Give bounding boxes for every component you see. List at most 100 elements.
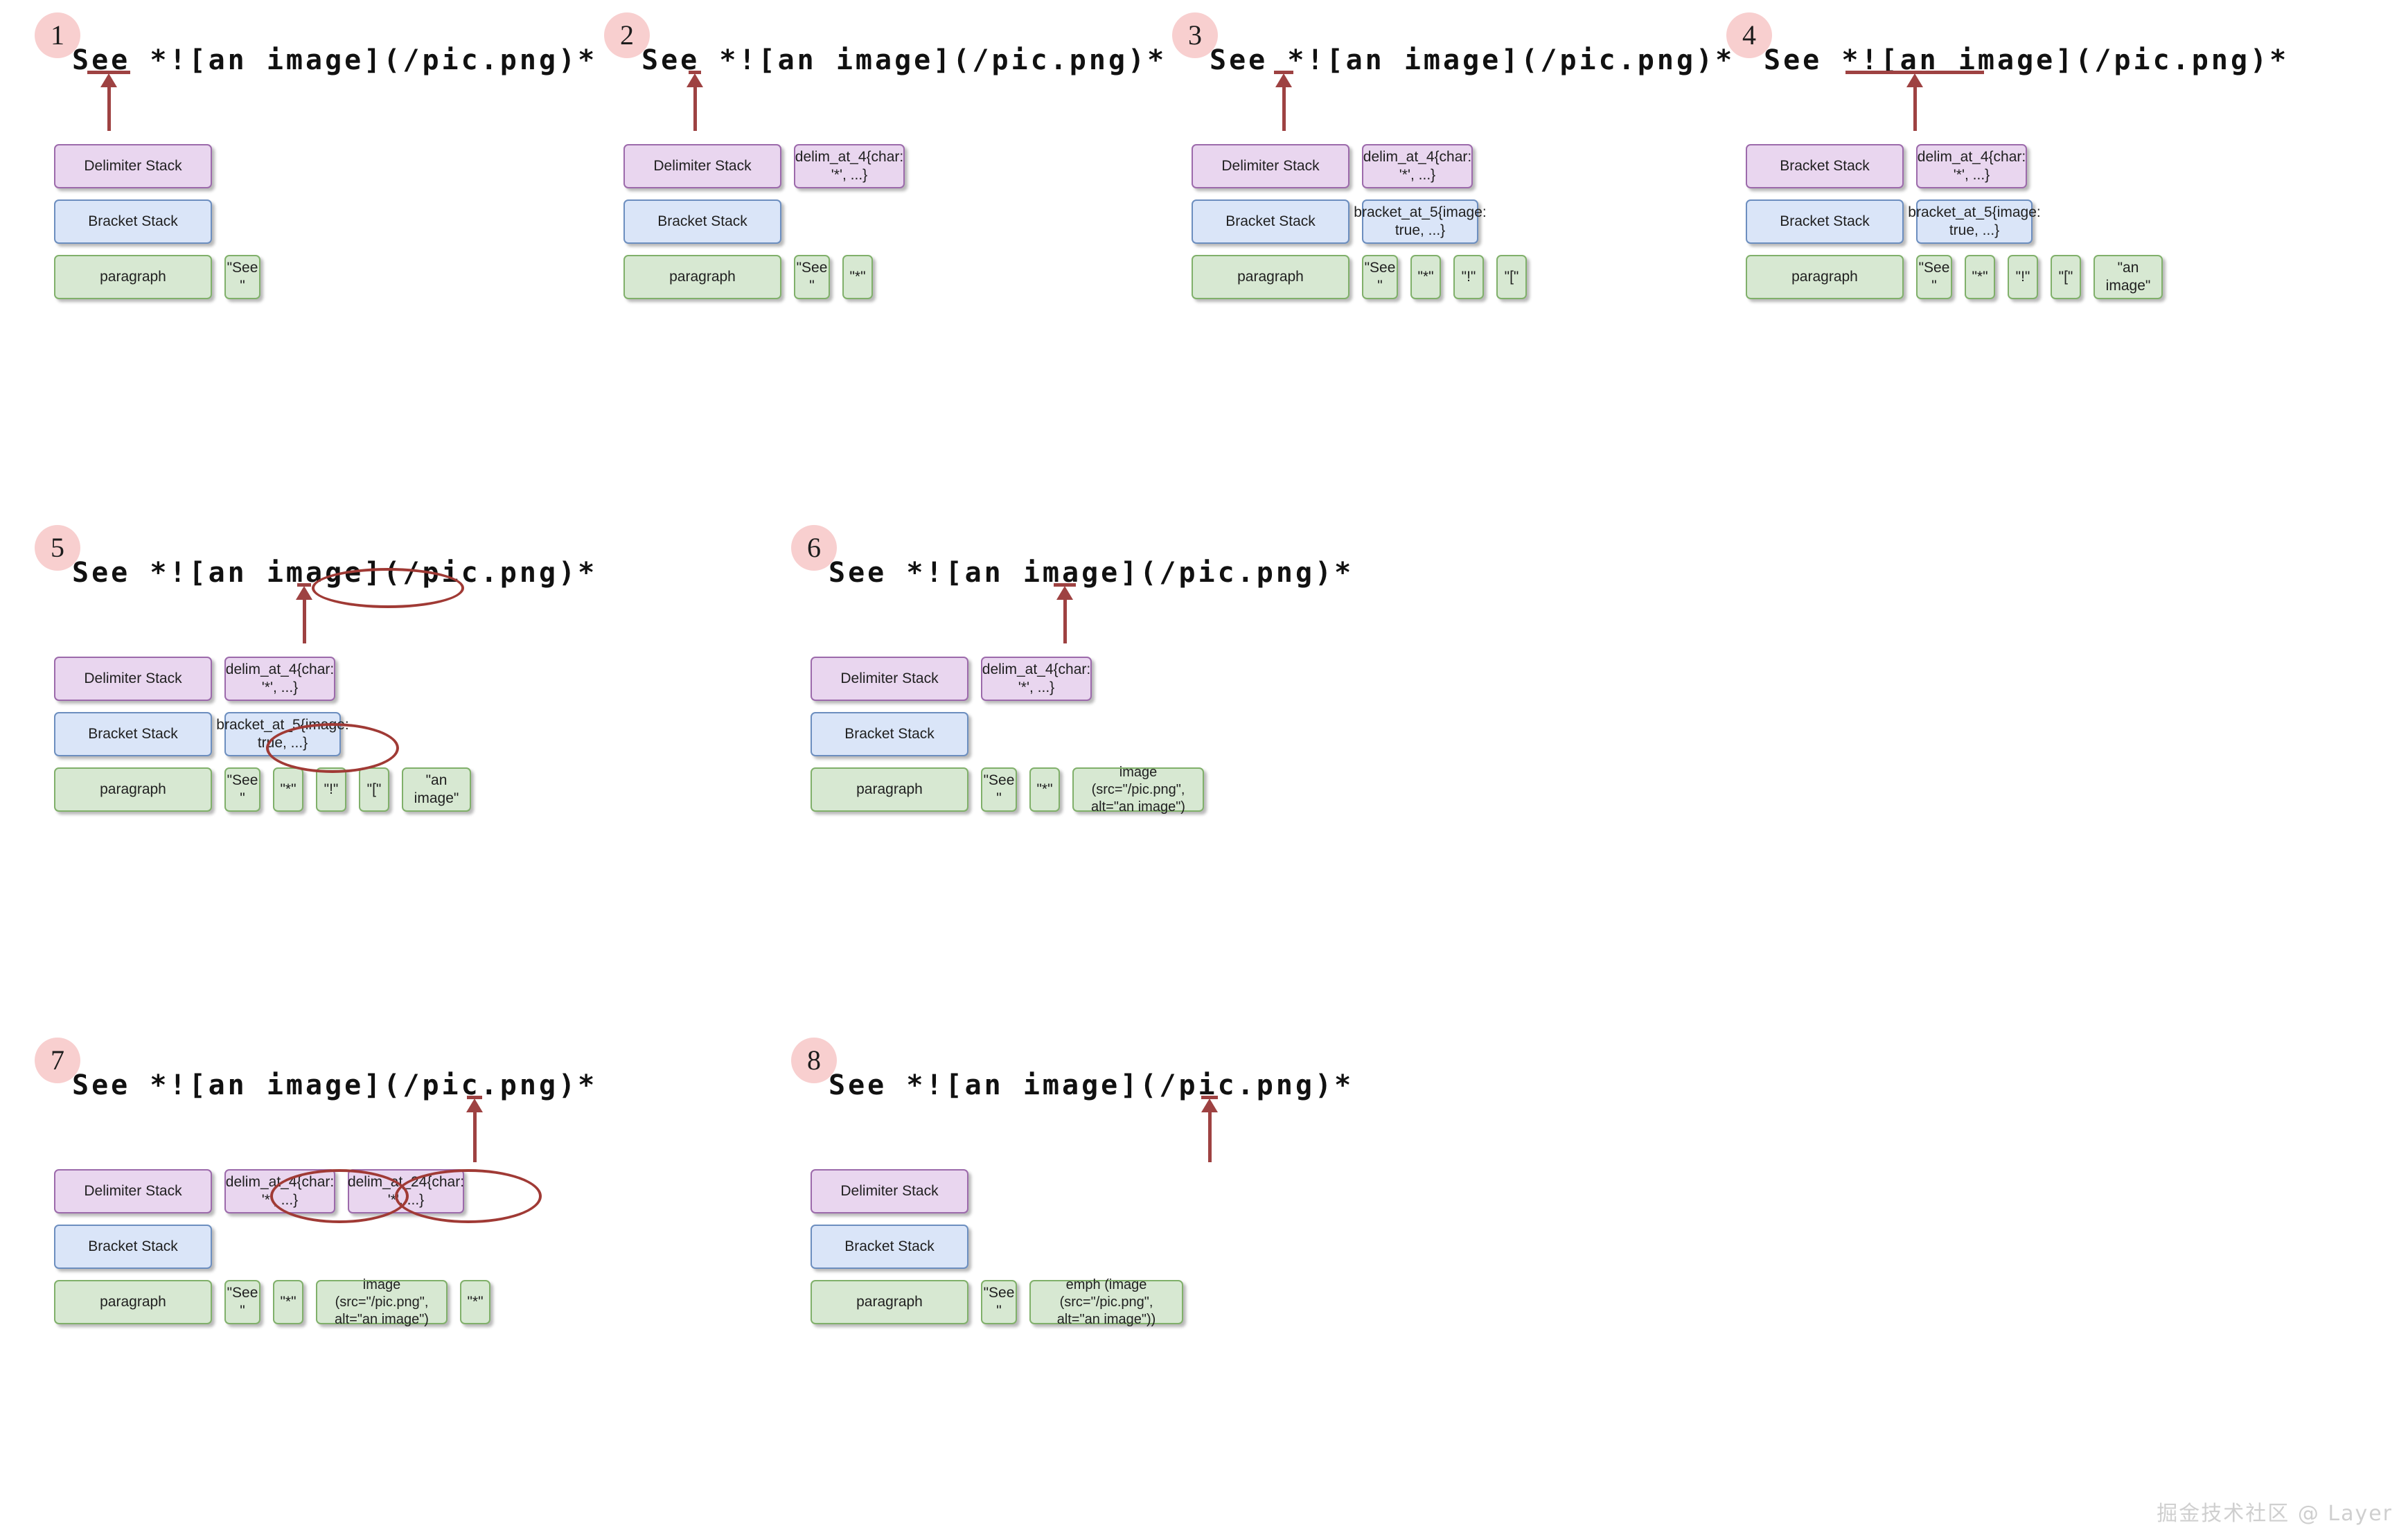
delimiter-stack-item: delim_at_4{char: '*', ...} [1916, 144, 2027, 188]
cursor-underline [1845, 71, 1984, 74]
ast-tree-item: "*" [273, 1280, 303, 1324]
delimiter-stack-item: delim_at_4{char: '*', ...} [224, 1169, 335, 1213]
source-text: See *![an image](/pic.png)* [1210, 44, 1735, 76]
source-text: See *![an image](/pic.png)* [829, 1069, 1354, 1101]
source-text-strip: See *![an image](/pic.png)* [811, 1058, 1351, 1112]
ast-tree-label: paragraph [1746, 255, 1904, 299]
cursor-underline [689, 71, 701, 74]
ast-tree-label: paragraph [54, 255, 212, 299]
step-number-badge: 4 [1726, 12, 1772, 58]
step-number-badge: 8 [791, 1038, 837, 1083]
pointer-arrow [1275, 73, 1292, 131]
step-number-badge: 2 [604, 12, 650, 58]
delimiter-stack-item: delim_at_4{char: '*', ...} [1362, 144, 1473, 188]
pointer-arrow [1056, 586, 1073, 643]
pointer-arrow [1201, 1098, 1218, 1162]
bracket-stack-item: bracket_at_5{image: true, ...} [1908, 199, 2041, 244]
ast-tree-label: paragraph [54, 767, 212, 812]
bracket-stack-item: bracket_at_5{image: true, ...} [216, 712, 349, 756]
source-text: See *![an image](/pic.png)* [72, 44, 598, 76]
source-text-strip: See *![an image](/pic.png)* [54, 1058, 594, 1112]
source-text-strip: See *![an image](/pic.png)* [1192, 33, 1732, 87]
ast-tree-item: emph (image (src="/pic.png", alt="an ima… [1029, 1277, 1183, 1327]
bracket-stack-label: Bracket Stack [1746, 199, 1904, 244]
ast-tree-label: paragraph [811, 767, 968, 812]
step-number-badge: 5 [35, 525, 80, 571]
pointer-arrow [1906, 73, 1923, 131]
delimiter-stack-label: Delimiter Stack [54, 657, 212, 701]
ast-tree-item: "See " [1916, 255, 1952, 299]
cursor-underline [1201, 1096, 1218, 1099]
pointer-arrow [466, 1098, 483, 1162]
bracket-stack-label: Bracket Stack [54, 199, 212, 244]
ast-tree-item: "*" [1965, 255, 1995, 299]
ast-tree-item: "*" [460, 1280, 490, 1324]
delimiter-stack-label: Delimiter Stack [54, 1169, 212, 1213]
pointer-arrow [100, 73, 117, 131]
source-text-strip: See *![an image](/pic.png)* [1746, 33, 2286, 87]
ast-tree-item: "[" [359, 767, 389, 812]
bracket-stack-item: bracket_at_5{image: true, ...} [1354, 199, 1487, 244]
step-number-badge: 3 [1172, 12, 1218, 58]
ast-tree-item: "!" [2008, 255, 2038, 299]
ast-tree-item: "See " [981, 1280, 1017, 1324]
step-number-badge: 1 [35, 12, 80, 58]
delimiter-stack-label: Bracket Stack [1746, 144, 1904, 188]
ast-tree-item: "!" [1453, 255, 1484, 299]
source-text-strip: See *![an image](/pic.png)* [54, 33, 594, 87]
delimiter-stack-label: Delimiter Stack [623, 144, 781, 188]
bracket-stack-label: Bracket Stack [811, 1225, 968, 1269]
ast-tree-item: "See " [224, 255, 260, 299]
ast-tree-item: "*" [1410, 255, 1441, 299]
ast-tree-item: "an image" [402, 767, 471, 812]
pointer-arrow [687, 73, 703, 131]
ast-tree-item: "an image" [2093, 255, 2163, 299]
ast-tree-item: "*" [842, 255, 873, 299]
ast-tree-item: "[" [2051, 255, 2081, 299]
source-text: See *![an image](/pic.png)* [641, 44, 1167, 76]
ast-tree-item: "!" [316, 767, 346, 812]
bracket-stack-label: Bracket Stack [54, 1225, 212, 1269]
ast-tree-item: image (src="/pic.png", alt="an image") [1072, 765, 1204, 815]
bracket-stack-label: Bracket Stack [811, 712, 968, 756]
ast-tree-item: "*" [273, 767, 303, 812]
ast-tree-item: "*" [1029, 767, 1060, 812]
delimiter-stack-label: Delimiter Stack [811, 1169, 968, 1213]
ast-tree-item: "[" [1496, 255, 1527, 299]
source-text: See *![an image](/pic.png)* [72, 1069, 598, 1101]
ast-tree-label: paragraph [811, 1280, 968, 1324]
source-text-strip: See *![an image](/pic.png)* [623, 33, 1164, 87]
ast-tree-item: image (src="/pic.png", alt="an image") [316, 1277, 448, 1327]
ast-tree-item: "See " [1362, 255, 1398, 299]
delimiter-stack-label: Delimiter Stack [1192, 144, 1349, 188]
cursor-underline [1054, 583, 1076, 587]
ast-tree-item: "See " [224, 767, 260, 812]
delimiter-stack-item: delim_at_4{char: '*', ...} [981, 657, 1092, 701]
cursor-underline [87, 71, 130, 74]
source-text: See *![an image](/pic.png)* [829, 557, 1354, 589]
pointer-arrow [296, 586, 312, 643]
ast-tree-item: "See " [794, 255, 830, 299]
cursor-underline [467, 1096, 482, 1099]
source-text: See *![an image](/pic.png)* [1764, 44, 2290, 76]
delimiter-stack-label: Delimiter Stack [54, 144, 212, 188]
bracket-stack-label: Bracket Stack [1192, 199, 1349, 244]
source-text: See *![an image](/pic.png)* [72, 557, 598, 589]
ast-tree-item: "See " [224, 1280, 260, 1324]
source-text-strip: See *![an image](/pic.png)* [811, 546, 1351, 600]
delimiter-stack-label: Delimiter Stack [811, 657, 968, 701]
ast-tree-label: paragraph [54, 1280, 212, 1324]
cursor-underline [297, 583, 311, 587]
cursor-underline [1274, 71, 1293, 74]
delimiter-stack-item: delim_at_24{char: '*', ...} [348, 1169, 464, 1213]
delimiter-stack-item: delim_at_4{char: '*', ...} [224, 657, 335, 701]
bracket-stack-label: Bracket Stack [54, 712, 212, 756]
ast-tree-item: "See " [981, 767, 1017, 812]
step-number-badge: 6 [791, 525, 837, 571]
step-number-badge: 7 [35, 1038, 80, 1083]
watermark: 掘金技术社区 @ Layer [2157, 1502, 2393, 1526]
ast-tree-label: paragraph [623, 255, 781, 299]
delimiter-stack-item: delim_at_4{char: '*', ...} [794, 144, 905, 188]
bracket-stack-label: Bracket Stack [623, 199, 781, 244]
